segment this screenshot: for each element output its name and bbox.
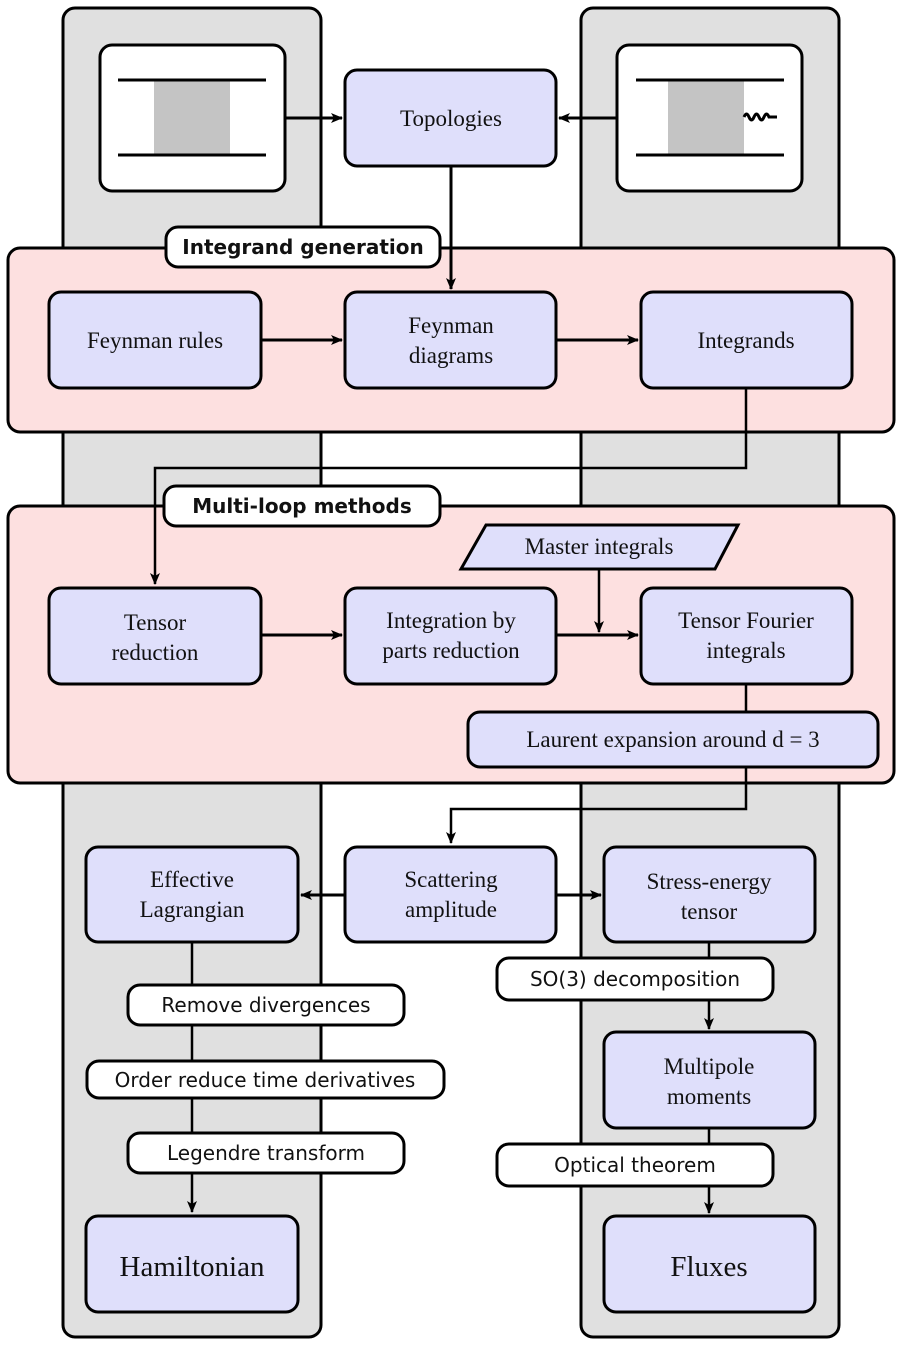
node-label: Tensor	[124, 610, 187, 635]
node-label: amplitude	[405, 897, 497, 922]
svg-text:SO(3) decomposition: SO(3) decomposition	[530, 967, 740, 991]
edge-laurent-to-scattering	[446, 767, 748, 844]
label-optical-theorem: Optical theorem	[495, 1142, 775, 1188]
node-hamiltonian[interactable]: Hamiltonian	[84, 1214, 300, 1314]
svg-text:Legendre transform: Legendre transform	[167, 1141, 365, 1165]
section-title-multi-loop-methods: Multi-loop methods	[162, 484, 442, 528]
node-label: Stress-energy	[647, 869, 772, 894]
node-label: Integrands	[697, 328, 794, 353]
node-ibp-reduction[interactable]: Integration by parts reduction	[343, 586, 558, 686]
svg-text:Optical theorem: Optical theorem	[554, 1153, 716, 1177]
node-fluxes[interactable]: Fluxes	[602, 1214, 817, 1314]
node-label: Feynman	[408, 313, 494, 338]
left-diagram-icon	[98, 43, 287, 193]
node-feynman-diagrams[interactable]: Feynman diagrams	[343, 290, 558, 390]
node-topologies[interactable]: Topologies	[343, 68, 558, 168]
right-diagram-graviton-icon	[615, 43, 804, 193]
section-title-integrand-generation: Integrand generation	[164, 225, 442, 269]
node-integrands[interactable]: Integrands	[639, 290, 854, 390]
node-master-integrals[interactable]: Master integrals	[458, 523, 741, 571]
node-label: Lagrangian	[140, 897, 245, 922]
node-scattering-amplitude[interactable]: Scattering amplitude	[343, 845, 558, 944]
svg-text:Integrand generation: Integrand generation	[182, 235, 423, 259]
node-label: Feynman rules	[87, 328, 223, 353]
node-label: reduction	[112, 640, 199, 665]
node-label: Integration by	[386, 608, 516, 633]
node-label: integrals	[706, 638, 785, 663]
node-label: Effective	[150, 867, 234, 892]
svg-text:Multi-loop methods: Multi-loop methods	[192, 494, 412, 518]
node-label: Multipole	[664, 1054, 755, 1079]
node-stress-energy-tensor[interactable]: Stress-energy tensor	[602, 845, 817, 944]
svg-text:Remove divergences: Remove divergences	[161, 993, 370, 1017]
wavy-graviton-icon	[742, 112, 777, 122]
node-label: Scattering	[404, 867, 498, 892]
node-label: Tensor Fourier	[678, 608, 814, 633]
label-remove-divergences: Remove divergences	[126, 983, 406, 1027]
node-tensor-fourier-integrals[interactable]: Tensor Fourier integrals	[639, 586, 854, 686]
node-effective-lagrangian[interactable]: Effective Lagrangian	[84, 845, 300, 944]
node-label: Hamiltonian	[120, 1251, 265, 1283]
node-label: Fluxes	[670, 1251, 747, 1283]
node-tensor-reduction[interactable]: Tensor reduction	[47, 586, 263, 686]
node-label: Topologies	[400, 106, 502, 131]
node-label: moments	[667, 1084, 751, 1109]
label-order-reduce-time-derivatives: Order reduce time derivatives	[85, 1059, 446, 1100]
node-multipole-moments[interactable]: Multipole moments	[602, 1030, 817, 1130]
node-label: parts reduction	[382, 638, 520, 663]
node-label: tensor	[681, 899, 738, 924]
svg-text:Order reduce time derivatives: Order reduce time derivatives	[115, 1068, 416, 1092]
node-laurent-expansion[interactable]: Laurent expansion around d = 3	[466, 710, 880, 769]
node-label: Laurent expansion around d = 3	[526, 727, 819, 752]
node-label: Master integrals	[525, 534, 674, 559]
node-label: diagrams	[409, 343, 493, 368]
label-so3-decomposition: SO(3) decomposition	[495, 956, 775, 1002]
label-legendre-transform: Legendre transform	[126, 1131, 406, 1175]
node-feynman-rules[interactable]: Feynman rules	[47, 290, 263, 390]
